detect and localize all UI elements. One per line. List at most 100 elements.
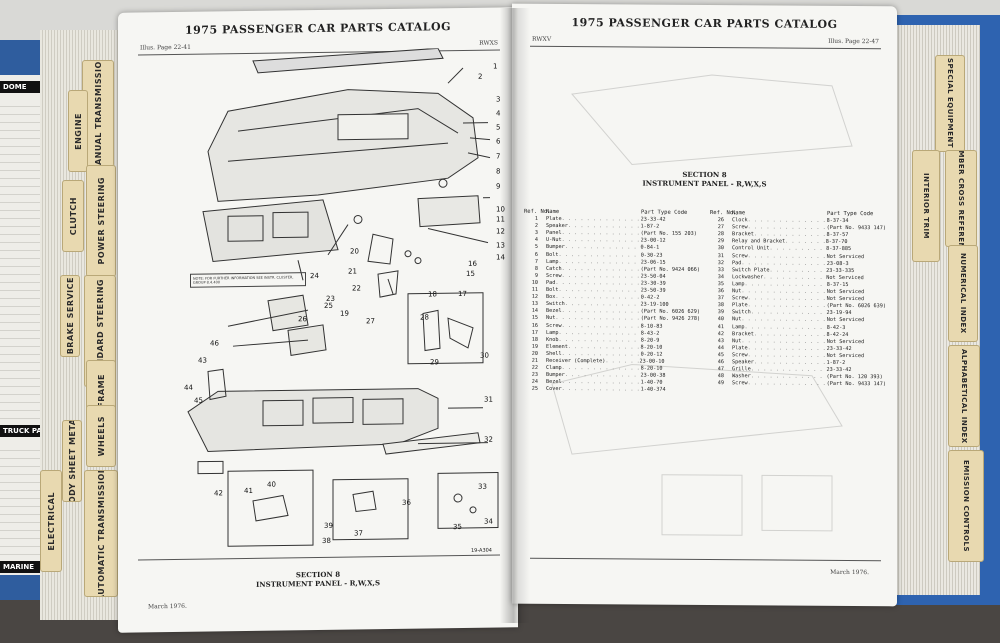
inset-row	[0, 339, 55, 347]
inset-row	[0, 219, 55, 227]
left-tab-label: WHEELS	[96, 415, 106, 457]
leader-dots: . . . . . . . . . . . . . . . . . . . . …	[747, 380, 827, 388]
inset-row	[0, 259, 55, 267]
right-tab[interactable]: INTERIOR TRIM	[912, 150, 940, 262]
book-spine-shadow	[500, 8, 530, 623]
col-header-name-2: Name	[732, 210, 746, 217]
right-tab[interactable]: NUMBER CROSS REFERENCE	[945, 150, 977, 247]
leader-dots: . . . . . . . . . . . . . . . . . . . . …	[747, 295, 827, 302]
part-name: Lamp	[732, 281, 745, 288]
callout-number: 42	[214, 489, 223, 498]
inset-row	[0, 179, 55, 187]
part-name: Lockwasher	[732, 274, 764, 281]
part-type-code: 8-42-3	[826, 324, 846, 331]
leader-dots: . . . . . . . . . . . . . . . . . . . . …	[567, 343, 641, 351]
inset-row	[0, 355, 55, 363]
callout-number: 30	[480, 351, 489, 360]
leader-dots: . . . . . . . . . . . . . . . . . . . . …	[744, 281, 827, 288]
right-page: 1975 PASSENGER CAR PARTS CATALOG RWXV Il…	[512, 3, 897, 607]
ref-number: 31	[717, 252, 724, 259]
inset-row	[0, 547, 55, 555]
leader-dots: . . . . . . . . . . . . . . . . . . . . …	[747, 252, 827, 260]
leader-dots: . . . . . . . . . . . . . . . . . . . . …	[769, 245, 826, 253]
left-tab[interactable]: WHEELS	[86, 405, 116, 467]
part-name: Speaker	[732, 359, 754, 366]
part-name: Pad	[732, 259, 742, 266]
col-header-ref-2: Ref. No.	[710, 210, 737, 217]
left-tab[interactable]: ELECTRICAL	[40, 470, 62, 572]
inset-row	[0, 443, 55, 451]
ref-number: 46	[717, 359, 724, 366]
part-type-code: 23-19-94	[826, 310, 852, 317]
instrument-panel-exploded-drawing	[187, 47, 499, 547]
left-tab[interactable]: ENGINE	[68, 90, 88, 172]
right-tab-label: SPECIAL EQUIPMENT	[946, 58, 954, 149]
inset-row	[0, 411, 55, 419]
part-type-code: Not Serviced	[826, 253, 865, 260]
part-type-code: 1-40-374	[640, 386, 666, 394]
right-tab[interactable]: NUMERICAL INDEX	[948, 245, 978, 342]
leader-dots: . . . . . . . . . . . . . . . . . . . . …	[753, 231, 827, 239]
part-type-code: 23-33-42	[826, 366, 852, 374]
right-tab[interactable]: ALPHABETICAL INDEX	[948, 345, 980, 447]
callout-number: 19	[340, 309, 349, 318]
inset-row	[0, 507, 55, 515]
part-name: Catch	[546, 265, 562, 272]
leader-dots: . . . . . . . . . . . . . . . . . . . . …	[741, 259, 826, 267]
ref-number: 44	[717, 344, 724, 351]
callout-number: 45	[194, 396, 203, 405]
right-tab[interactable]: EMISSION CONTROLS	[948, 450, 984, 562]
part-type-code: 8-10-83	[640, 323, 663, 330]
ref-number: 33	[717, 266, 724, 273]
inset-row	[0, 115, 55, 123]
left-tab[interactable]: BODY SHEET METAL	[62, 420, 82, 502]
part-name: Screw	[732, 295, 748, 302]
ref-number: 41	[717, 323, 724, 330]
part-name: Switch	[546, 301, 565, 308]
callout-number: 28	[420, 313, 429, 322]
inset-row	[0, 515, 55, 523]
leader-dots: . . . . . . . . . . . . . . . . . . . . …	[561, 237, 641, 244]
part-name: Nut	[732, 316, 742, 323]
callout-number: 46	[210, 339, 219, 348]
left-tab[interactable]: CLUTCH	[62, 180, 84, 252]
left-tab-label: AUTOMATIC TRANSMISSION	[96, 470, 106, 597]
inset-row	[0, 243, 55, 251]
left-tab[interactable]: POWER STEERING	[86, 165, 116, 277]
leader-dots: . . . . . . . . . . . . . . . . . . . . …	[753, 359, 827, 366]
part-type-code: 8-37-34	[826, 217, 849, 225]
inset-row	[0, 499, 55, 507]
callout-number: 17	[458, 289, 467, 299]
part-name: Plate	[546, 215, 562, 223]
ref-number: 38	[717, 302, 724, 309]
leader-dots: . . . . . . . . . . . . . . . . . . . . …	[555, 294, 640, 301]
callout-number: 34	[484, 517, 493, 526]
part-name: Bracket	[732, 330, 754, 337]
part-name: Nut	[732, 288, 742, 295]
part-type-code: 23-08-3	[826, 260, 849, 267]
inset-row	[0, 451, 55, 459]
part-name: Plate	[732, 344, 748, 352]
left-page-illus-ref: Illus. Page 22-41	[140, 43, 191, 52]
left-tab[interactable]: BRAKE SERVICE	[60, 275, 80, 357]
callout-number: 31	[484, 395, 493, 404]
right-tab[interactable]: SPECIAL EQUIPMENT	[935, 55, 965, 152]
part-name: Panel	[546, 230, 562, 237]
inset-row	[0, 195, 55, 203]
part-name: Switch Plate	[732, 266, 770, 274]
leader-dots: . . . . . . . . . . . . . . . . . . . . …	[747, 352, 827, 359]
inset-row	[0, 323, 55, 331]
ref-number: 28	[717, 231, 724, 238]
leader-dots: . . . . . . . . . . . . . . . . . . . . …	[605, 358, 640, 365]
leader-dots: . . . . . . . . . . . . . . . . . . . . …	[561, 379, 641, 386]
right-tab-label: INTERIOR TRIM	[922, 172, 930, 240]
part-type-code: 23-33-335	[826, 267, 855, 274]
left-tab[interactable]: AUTOMATIC TRANSMISSION	[84, 470, 118, 597]
part-type-code: 23-30-39	[640, 280, 666, 287]
leader-dots: . . . . . . . . . . . . . . . . . . . . …	[558, 251, 641, 259]
right-section-caption: SECTION 8 INSTRUMENT PANEL - R,W,X,S	[512, 169, 897, 190]
drawing-ref-number: 19-A304	[470, 547, 492, 554]
callout-number: 27	[366, 317, 375, 326]
